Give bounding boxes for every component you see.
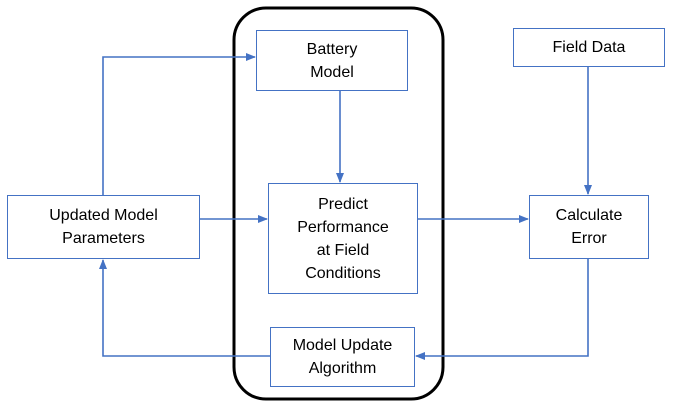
edge-calculate-error-to-update-algorithm (415, 259, 589, 360)
model-update-algorithm-label: Model Update Algorithm (292, 337, 393, 377)
edge-updated-params-to-battery-model (102, 53, 256, 195)
battery-model-label: Battery Model (306, 40, 358, 81)
model-group-boundary (232, 6, 445, 401)
calculate-error-label: Calculate Error (555, 207, 623, 247)
battery-model-node: Battery Model (256, 30, 408, 91)
field-data-label: Field Data (552, 39, 626, 56)
updated-model-parameters-label: Updated Model Parameters (49, 207, 158, 247)
edge-update-algorithm-to-updated-params (99, 259, 270, 357)
field-data-node: Field Data (513, 28, 665, 67)
model-update-algorithm-node: Model Update Algorithm (270, 327, 415, 387)
predict-performance-node: Predict Performance at Field Conditions (268, 183, 418, 294)
updated-model-parameters-node: Updated Model Parameters (7, 195, 200, 259)
calculate-error-node: Calculate Error (529, 195, 649, 259)
predict-performance-label: Predict Performance at Field Conditions (297, 195, 389, 282)
